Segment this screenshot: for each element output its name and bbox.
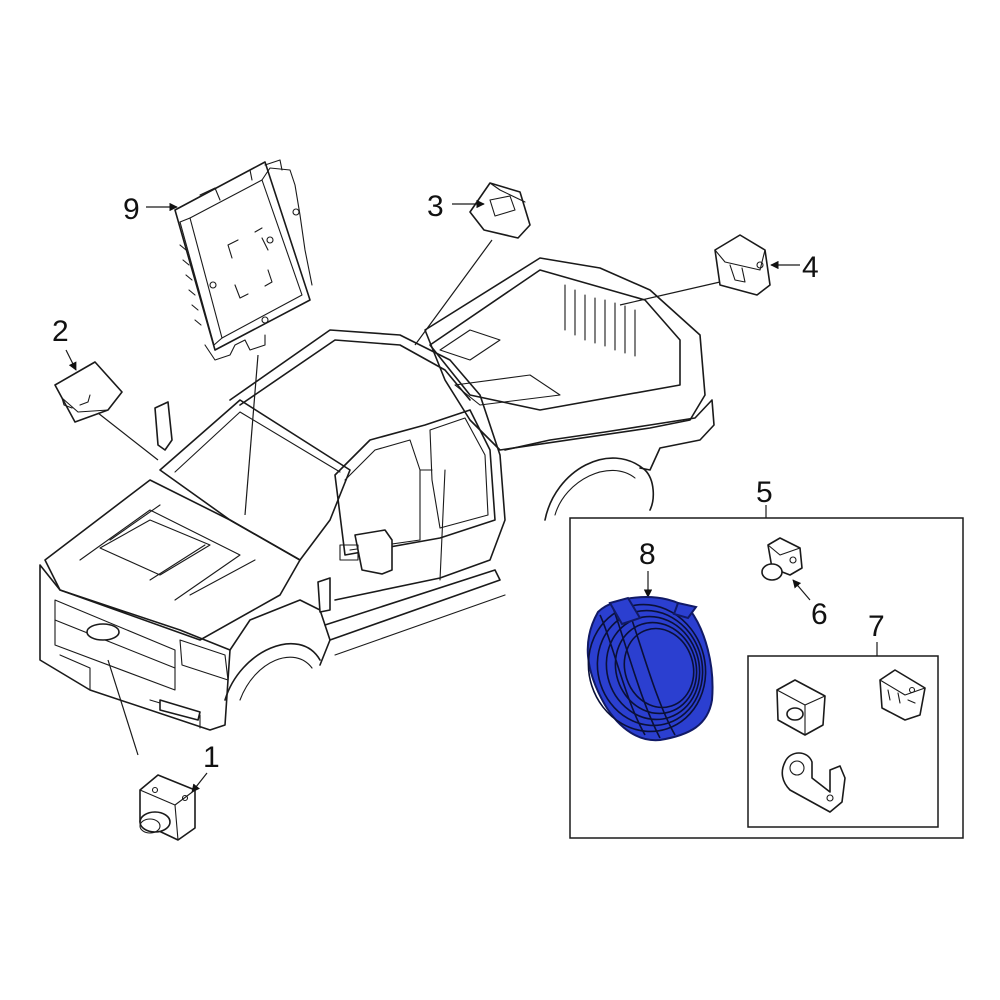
part-7-kit-contents[interactable]: [776, 669, 926, 813]
part-2-module[interactable]: [54, 361, 123, 423]
callout-numbers: 9 2 3 4 1 5 8 6 7: [52, 190, 885, 774]
callout-1[interactable]: 1: [203, 741, 220, 774]
kit-box-7: [747, 655, 939, 828]
kit-box-5: [569, 517, 964, 839]
part-8-wiring-harness[interactable]: [572, 589, 722, 747]
part-9-control-module[interactable]: [174, 159, 313, 361]
part-4-module[interactable]: [714, 234, 771, 296]
callout-7[interactable]: 7: [868, 610, 885, 643]
part-3-module[interactable]: [469, 182, 531, 239]
part-1-sensor[interactable]: [139, 774, 196, 841]
callout-4[interactable]: 4: [802, 251, 819, 284]
pickup-truck-outline: [39, 257, 715, 731]
callout-2[interactable]: 2: [52, 315, 69, 348]
callout-arrows: [65, 199, 811, 793]
callout-6[interactable]: 6: [811, 598, 828, 631]
callout-9[interactable]: 9: [123, 193, 140, 226]
callout-3[interactable]: 3: [427, 190, 444, 223]
callout-5[interactable]: 5: [756, 476, 773, 509]
callout-8[interactable]: 8: [639, 538, 656, 571]
part-6-sensor[interactable]: [761, 537, 803, 581]
leader-lines: [97, 239, 767, 756]
